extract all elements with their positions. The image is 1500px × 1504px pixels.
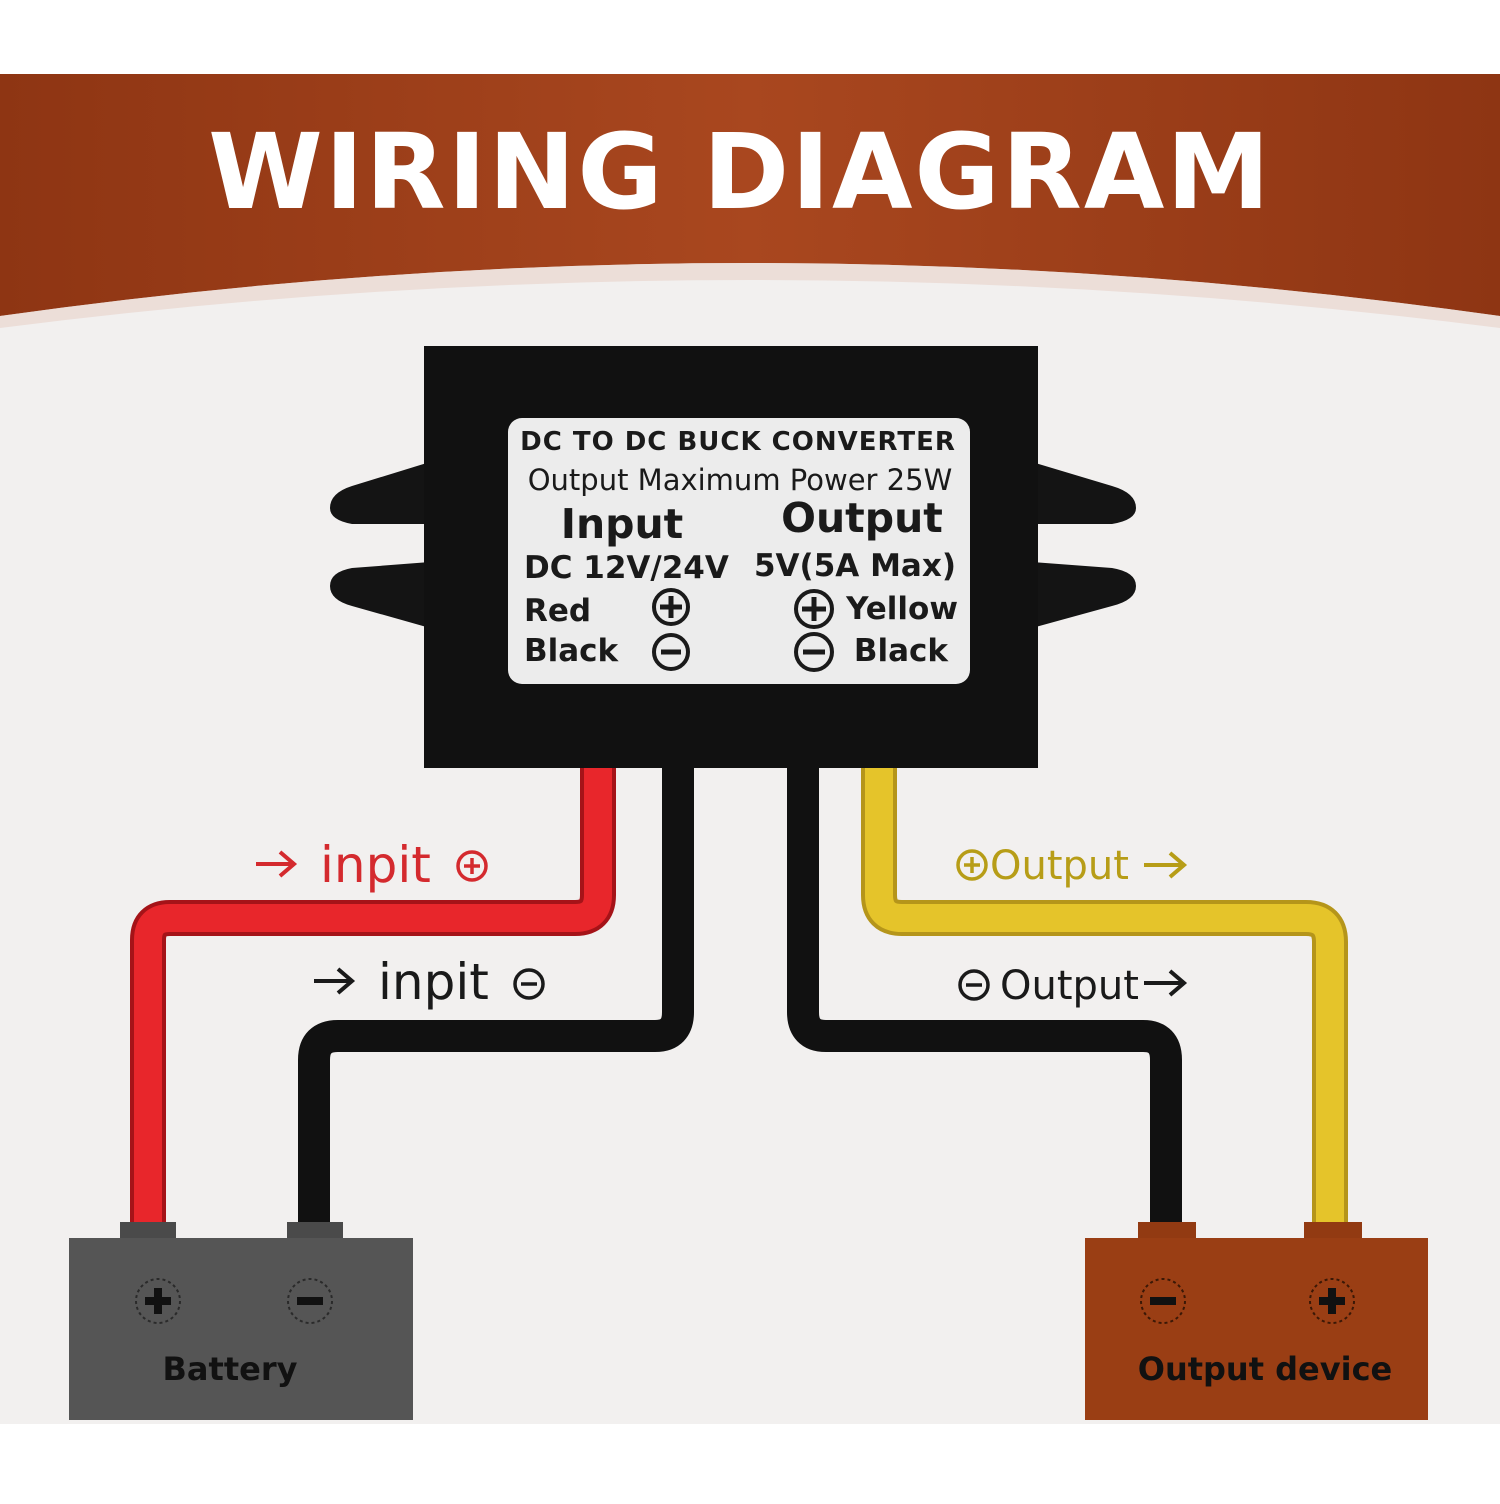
arrow-right-icon xyxy=(1144,851,1188,879)
wires xyxy=(130,762,1348,1228)
input-pos-label-text: inpit xyxy=(320,836,431,894)
battery: Battery xyxy=(69,1222,413,1420)
mount-ear-right-bottom xyxy=(1032,562,1136,628)
input-title: Input xyxy=(561,500,684,548)
output-spec: 5V(5A Max) xyxy=(754,548,956,584)
plus-circle-icon xyxy=(456,850,488,882)
minus-circle-icon xyxy=(513,968,545,1000)
output-pos-label-text: Output xyxy=(990,843,1129,889)
output-pos-color: Yellow xyxy=(845,591,958,627)
output-neg-wire-label: Output xyxy=(958,963,1188,1009)
arrow-right-icon xyxy=(1144,969,1188,997)
label-minus-icon-output xyxy=(794,632,834,672)
output-device-box xyxy=(1085,1238,1428,1420)
yellow-output-wire xyxy=(865,762,1344,1228)
plus-icon xyxy=(1309,1278,1355,1324)
buck-converter: DC TO DC BUCK CONVERTER Output Maximum P… xyxy=(330,346,1136,768)
input-pos-color: Red xyxy=(524,593,591,629)
label-power: Output Maximum Power 25W xyxy=(528,463,953,497)
label-plus-icon-output xyxy=(794,589,834,629)
battery-box xyxy=(69,1238,413,1420)
input-spec: DC 12V/24V xyxy=(524,550,729,586)
output-pos-wire-label: Output xyxy=(956,843,1188,889)
black-input-wire xyxy=(298,762,694,1228)
output-device: Output device xyxy=(1085,1222,1428,1420)
output-neg-label-text: Output xyxy=(1000,963,1139,1009)
input-pos-wire-label: inpit xyxy=(256,836,488,894)
output-device-label: Output device xyxy=(1138,1350,1393,1388)
minus-circle-icon xyxy=(958,969,990,1001)
mount-ear-right-top xyxy=(1032,462,1136,524)
red-input-wire xyxy=(134,762,612,1228)
output-neg-color: Black xyxy=(854,633,950,669)
banner-edge xyxy=(0,263,1500,328)
output-title: Output xyxy=(781,494,943,542)
battery-terminal-negative xyxy=(287,1222,343,1242)
input-neg-label-text: inpit xyxy=(378,953,489,1011)
battery-terminal-positive xyxy=(120,1222,176,1242)
plus-icon xyxy=(135,1278,181,1324)
label-minus-icon-input xyxy=(652,633,690,671)
title-banner: WIRING DIAGRAM xyxy=(0,74,1500,328)
arrow-right-icon xyxy=(314,967,356,995)
device-terminal-negative xyxy=(1138,1222,1196,1242)
arrow-right-icon xyxy=(256,850,298,878)
banner-title: WIRING DIAGRAM xyxy=(208,111,1272,233)
battery-label: Battery xyxy=(163,1350,298,1388)
mount-ear-left-top xyxy=(330,462,430,524)
label-plus-icon-input xyxy=(652,588,690,626)
plus-circle-icon xyxy=(956,849,988,881)
mount-ear-left-bottom xyxy=(330,562,430,628)
label-heading: DC TO DC BUCK CONVERTER xyxy=(520,427,956,457)
banner-shape xyxy=(0,74,1500,316)
black-output-wire xyxy=(787,762,1182,1228)
minus-icon xyxy=(1140,1278,1186,1324)
device-terminal-positive xyxy=(1304,1222,1362,1242)
label-panel xyxy=(508,418,970,684)
input-neg-wire-label: inpit xyxy=(314,953,545,1011)
minus-icon xyxy=(287,1278,333,1324)
input-neg-color: Black xyxy=(524,633,620,669)
